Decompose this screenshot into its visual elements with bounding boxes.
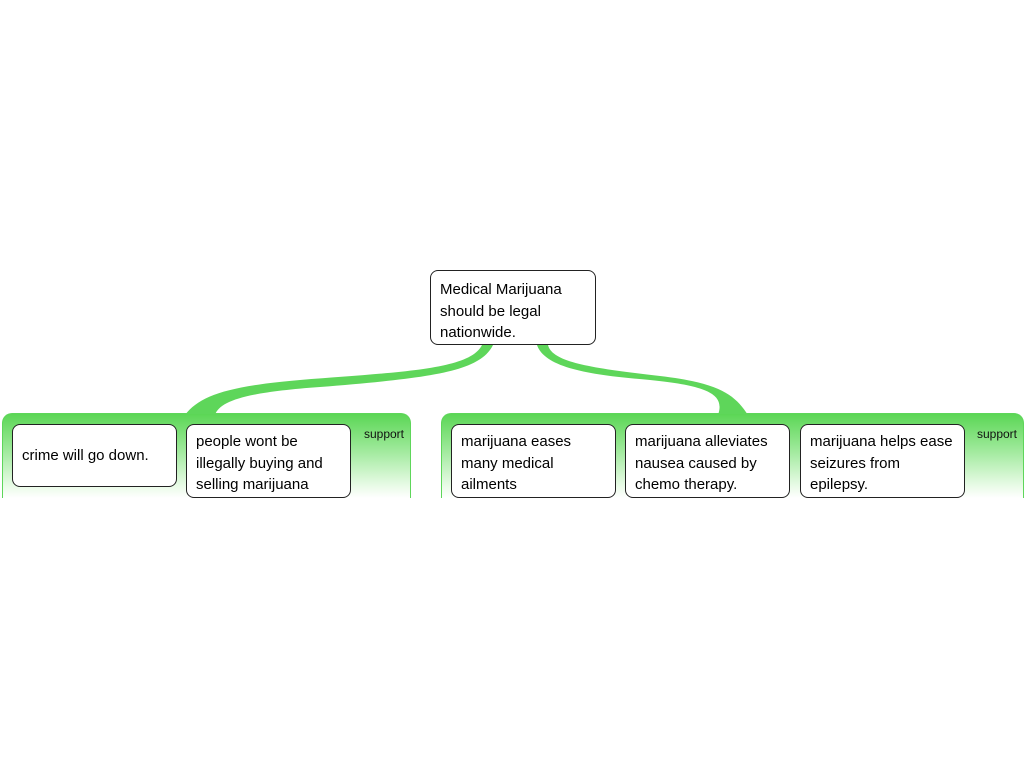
group-label: support xyxy=(363,427,404,441)
branch-connector-left xyxy=(185,345,493,415)
subtopic-text: crime will go down. xyxy=(22,446,149,464)
subtopic-text: people wont be illegally buying and sell… xyxy=(196,433,323,493)
root-topic[interactable]: Medical Marijuana should be legal nation… xyxy=(430,270,596,345)
subtopic-illegal-buying[interactable]: people wont be illegally buying and sell… xyxy=(186,424,351,498)
subtopic-seizures[interactable]: marijuana helps ease seizures from epile… xyxy=(800,424,965,498)
group-label: support xyxy=(976,427,1017,441)
subtopic-text: marijuana helps ease seizures from epile… xyxy=(810,433,953,493)
subtopic-nausea[interactable]: marijuana alleviates nausea caused by ch… xyxy=(625,424,790,498)
subtopic-medical-ailments[interactable]: marijuana eases many medical ailments xyxy=(451,424,616,498)
subtopic-crime[interactable]: crime will go down. xyxy=(12,424,177,487)
subtopic-text: marijuana eases many medical ailments xyxy=(461,433,572,493)
branch-connector-right xyxy=(537,345,748,415)
root-topic-text: Medical Marijuana should be legal nation… xyxy=(440,281,562,341)
subtopic-text: marijuana alleviates nausea caused by ch… xyxy=(635,433,768,493)
